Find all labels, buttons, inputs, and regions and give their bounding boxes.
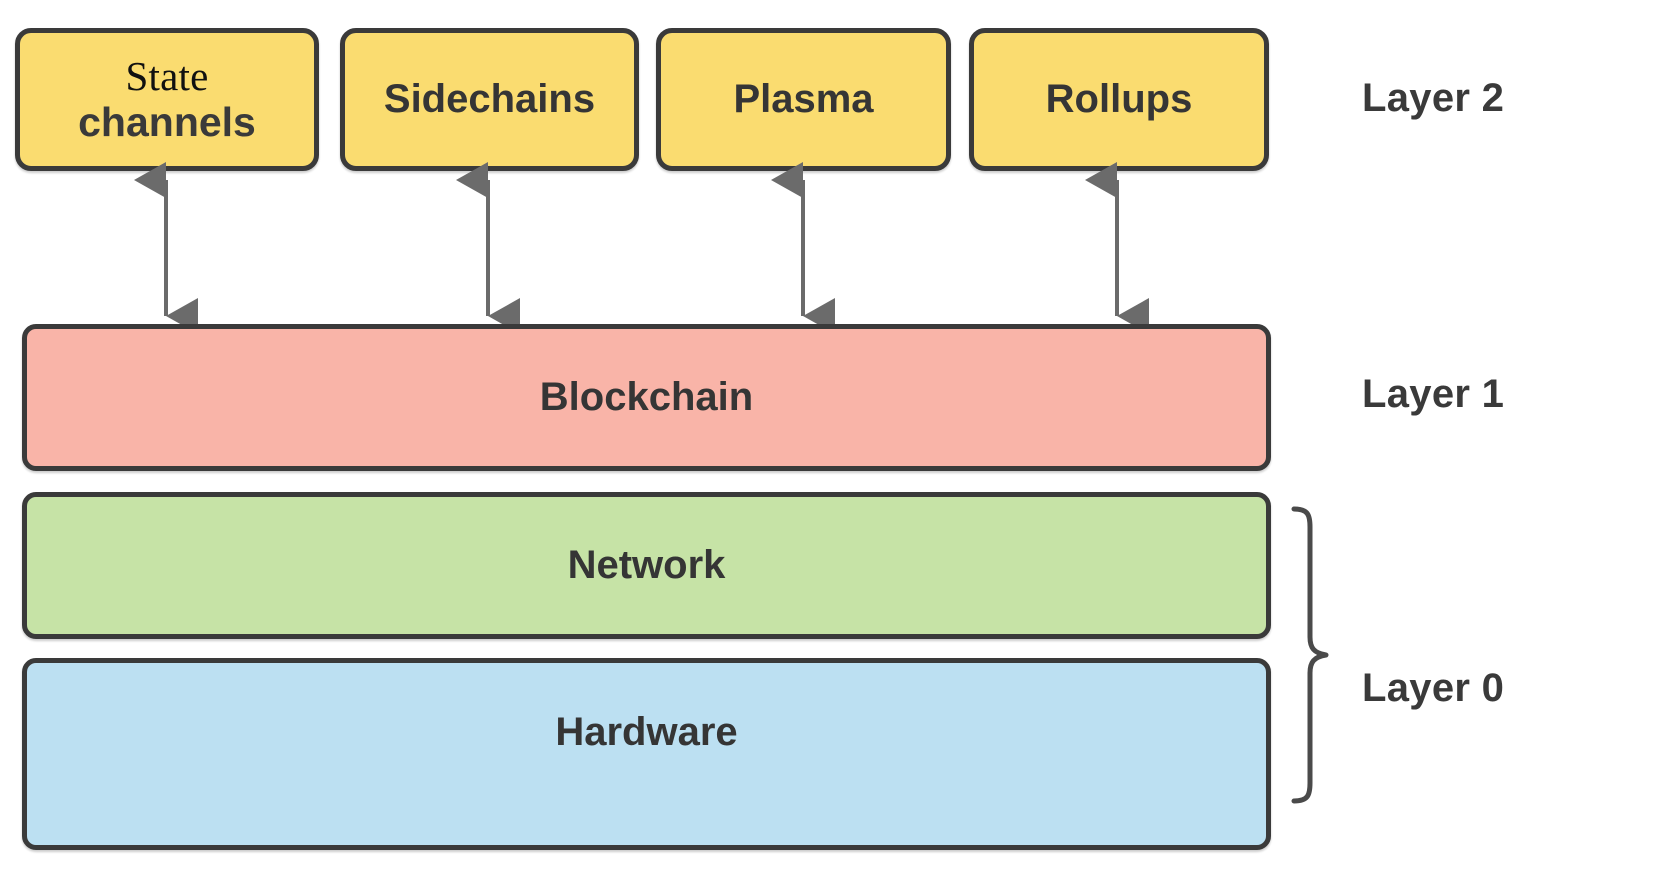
layer2-node-state-channels-label: State channels — [78, 52, 256, 146]
layer-caption-layer-1: Layer 1 — [1362, 372, 1505, 416]
layer2-node-plasma[interactable]: Plasma — [656, 28, 951, 171]
state-channels-line1: State — [125, 52, 209, 99]
layer2-node-sidechains[interactable]: Sidechains — [340, 28, 639, 171]
layer2-node-plasma-label: Plasma — [733, 77, 874, 122]
layer0-node-network-label: Network — [567, 543, 726, 588]
layer-caption-layer-2: Layer 2 — [1362, 76, 1505, 120]
layer0-node-hardware[interactable]: Hardware — [22, 658, 1271, 850]
layer2-node-rollups-label: Rollups — [1045, 77, 1193, 122]
layer0-node-hardware-label: Hardware — [555, 709, 738, 754]
layer1-node-blockchain[interactable]: Blockchain — [22, 324, 1271, 471]
state-channels-line2: channels — [78, 98, 256, 145]
layer1-node-blockchain-label: Blockchain — [539, 375, 754, 420]
layer0-node-network[interactable]: Network — [22, 492, 1271, 639]
layer2-node-state-channels[interactable]: State channels — [15, 28, 319, 171]
layer2-node-rollups[interactable]: Rollups — [969, 28, 1269, 171]
layer-caption-layer-0: Layer 0 — [1362, 666, 1505, 710]
layer2-node-sidechains-label: Sidechains — [383, 77, 596, 122]
layer0-grouping-brace — [1291, 506, 1329, 804]
